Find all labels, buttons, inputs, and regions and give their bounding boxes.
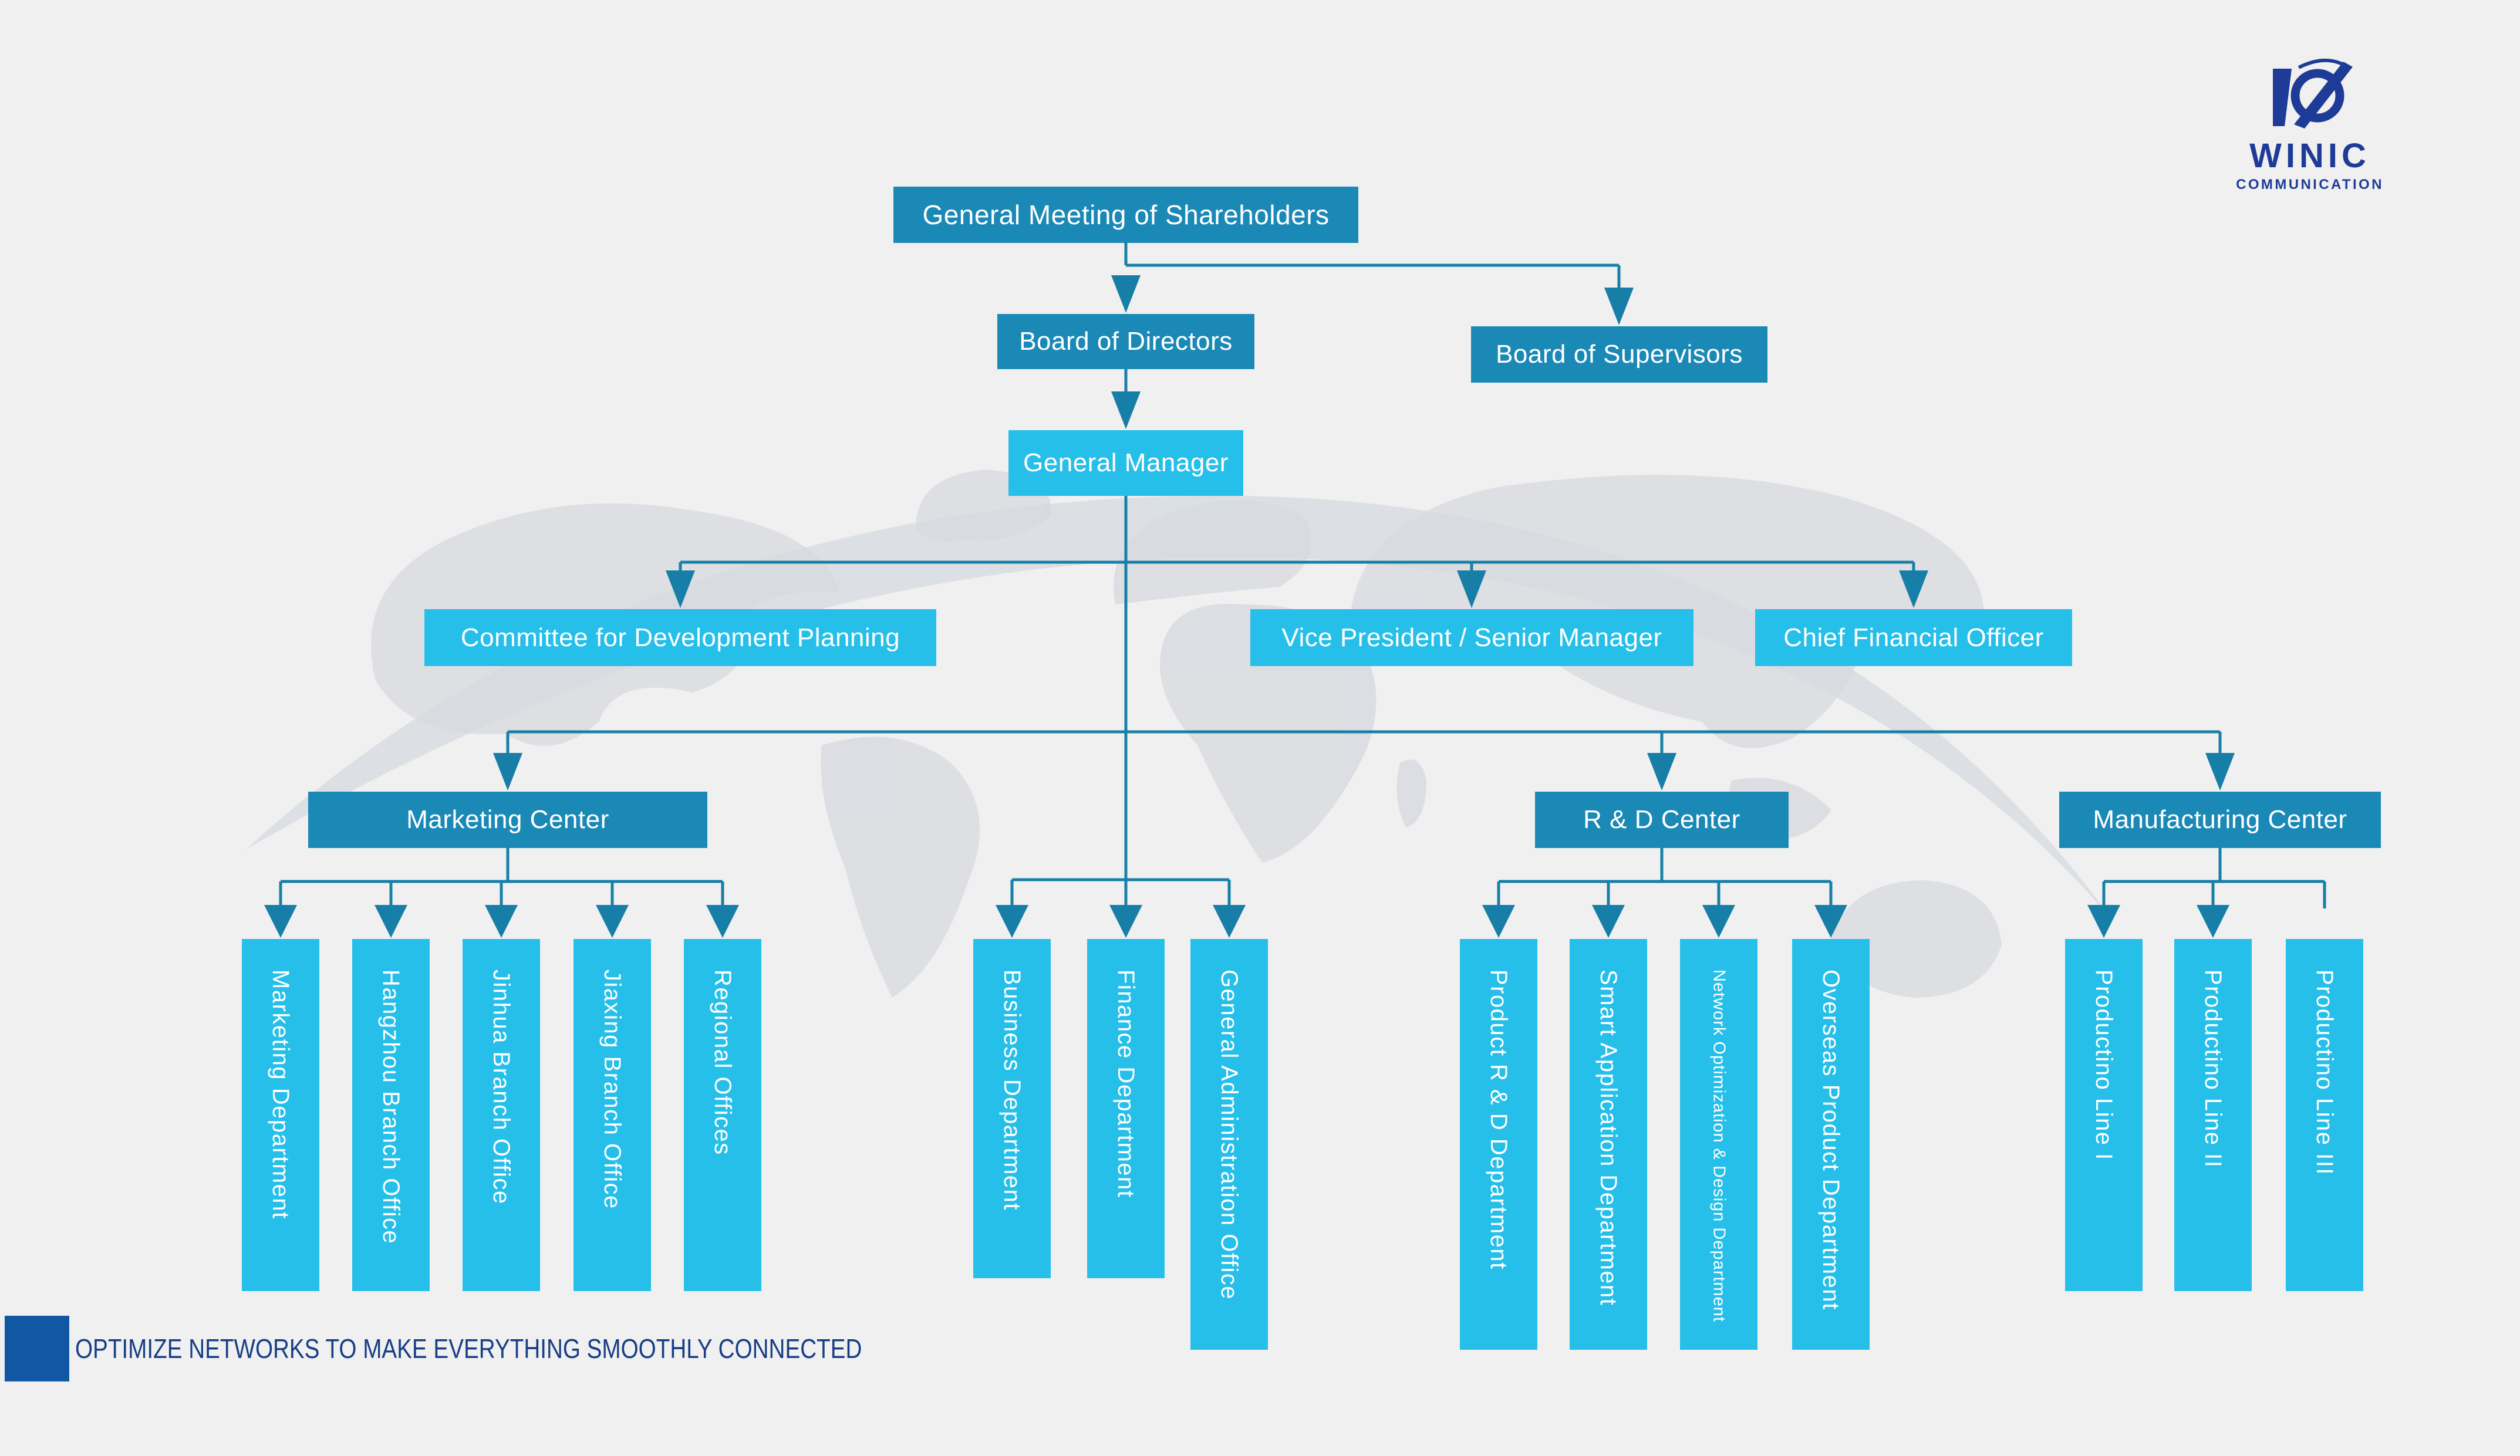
vbox-production-line-3: Productino Line III [2286, 939, 2363, 1291]
vbox-label: Network Optimization & Design Department [1709, 969, 1729, 1322]
vbox-label: Smart Application Department [1595, 969, 1621, 1306]
vbox-smart-application-department: Smart Application Department [1570, 939, 1647, 1350]
vbox-label: Productino Line I [2091, 969, 2117, 1161]
vbox-hangzhou-branch-office: Hangzhou Branch Office [352, 939, 430, 1291]
vbox-label: Marketing Department [268, 969, 294, 1219]
node-general-meeting-of-shareholders: General Meeting of Shareholders [893, 187, 1358, 243]
tagline-text: OPTIMIZE NETWORKS TO MAKE EVERYTHING SMO… [75, 1333, 862, 1364]
node-rnd-center: R & D Center [1535, 792, 1789, 848]
vbox-label: Jinhua Branch Office [488, 969, 514, 1205]
node-manufacturing-center: Manufacturing Center [2059, 792, 2381, 848]
vbox-label: Overseas Product Department [1818, 969, 1844, 1310]
vbox-label: Jiaxing Branch Office [599, 969, 625, 1210]
vbox-label: Business Department [999, 969, 1025, 1211]
vbox-label: Finance Department [1113, 969, 1139, 1198]
vbox-label: Product R & D Department [1486, 969, 1512, 1270]
vbox-production-line-1: Productino Line I [2065, 939, 2143, 1291]
arrowheads-wide [264, 905, 2229, 938]
vbox-overseas-product-department: Overseas Product Department [1792, 939, 1870, 1350]
logo-brand-text: WINIC [2249, 137, 2370, 175]
winic-logo: WINIC COMMUNICATION [2219, 59, 2401, 193]
node-vice-president-senior-manager: Vice President / Senior Manager [1250, 609, 1694, 666]
node-general-manager: General Manager [1008, 430, 1243, 496]
vbox-finance-department: Finance Department [1087, 939, 1165, 1278]
vbox-jinhua-branch-office: Jinhua Branch Office [463, 939, 540, 1291]
node-committee-development-planning: Committee for Development Planning [424, 609, 936, 666]
vbox-product-rnd-department: Product R & D Department [1460, 939, 1537, 1350]
node-chief-financial-officer: Chief Financial Officer [1755, 609, 2072, 666]
node-marketing-center: Marketing Center [308, 792, 707, 848]
vbox-network-optimization-design-department: Network Optimization & Design Department [1680, 939, 1757, 1350]
node-board-of-supervisors: Board of Supervisors [1471, 326, 1767, 383]
swoosh-ribbon [245, 495, 2113, 921]
tagline-accent-square [5, 1316, 69, 1381]
vbox-label: Productino Line III [2312, 969, 2337, 1175]
vbox-marketing-department: Marketing Department [242, 939, 319, 1291]
node-board-of-directors: Board of Directors [997, 314, 1254, 369]
vbox-label: General Administration Office [1216, 969, 1242, 1300]
vbox-regional-offices: Regional Offices [684, 939, 761, 1291]
vbox-business-department: Business Department [973, 939, 1051, 1278]
vbox-label: Regional Offices [710, 969, 736, 1156]
footer-tagline-bar: OPTIMIZE NETWORKS TO MAKE EVERYTHING SMO… [5, 1316, 1012, 1381]
vbox-jiaxing-branch-office: Jiaxing Branch Office [574, 939, 651, 1291]
arrowheads-thin [493, 275, 2235, 791]
vbox-production-line-2: Productino Line II [2174, 939, 2252, 1291]
vbox-label: Hangzhou Branch Office [378, 969, 404, 1245]
vbox-general-administration-office: General Administration Office [1190, 939, 1268, 1350]
winic-logo-mark [2273, 59, 2353, 129]
logo-brand-subtext: COMMUNICATION [2236, 177, 2384, 192]
vbox-label: Productino Line II [2200, 969, 2226, 1168]
